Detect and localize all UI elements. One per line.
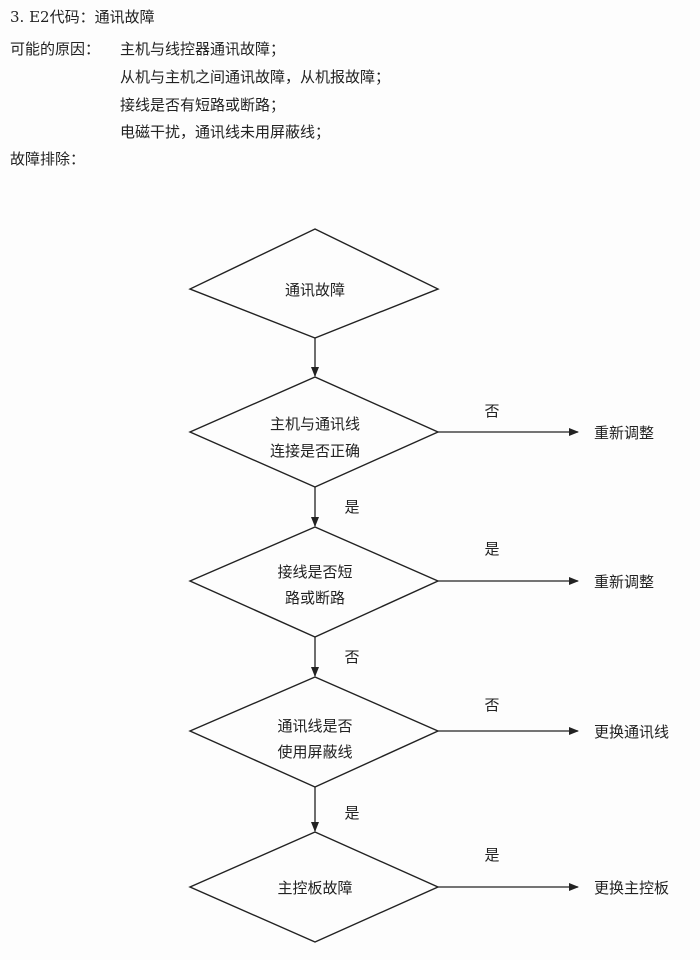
decision-shielded-cable-check: 通讯线是否 使用屏蔽线 — [188, 676, 440, 788]
decision-label: 连接是否正确 — [270, 442, 360, 460]
branch-label: 否 — [484, 402, 499, 420]
branch-label: 是 — [344, 498, 359, 516]
cause-item: 接线是否有短路或断路； — [120, 96, 286, 114]
start-node: 通讯故障 — [188, 228, 440, 339]
branch-label: 否 — [344, 648, 359, 666]
decision-connection-check: 主机与通讯线 连接是否正确 — [188, 376, 440, 488]
decision-label: 使用屏蔽线 — [277, 743, 352, 761]
section-number: 3. — [10, 8, 25, 26]
branch-label: 否 — [484, 696, 499, 714]
branch-label: 是 — [484, 540, 499, 558]
action-label: 重新调整 — [594, 424, 654, 442]
section-title: E2代码：通讯故障 — [29, 8, 155, 26]
section-heading: 3. E2代码：通讯故障 — [10, 8, 155, 26]
troubleshooting-label: 故障排除： — [10, 150, 86, 168]
decision-label: 主机与通讯线 — [270, 415, 360, 433]
branch-label: 是 — [484, 846, 499, 864]
start-node-label: 通讯故障 — [285, 281, 345, 299]
main-board-fault-node: 主控板故障 — [188, 831, 440, 943]
branch-label: 是 — [344, 804, 359, 822]
cause-item: 电磁干扰，通讯线未用屏蔽线； — [120, 123, 331, 141]
decision-label: 主控板故障 — [277, 879, 352, 897]
action-label: 更换通讯线 — [594, 723, 669, 741]
cause-item: 从机与主机之间通讯故障，从机报故障； — [120, 68, 391, 86]
cause-item: 主机与线控器通讯故障； — [120, 40, 286, 58]
action-label: 更换主控板 — [594, 879, 669, 897]
decision-label: 通讯线是否 — [277, 717, 352, 735]
action-label: 重新调整 — [594, 573, 654, 591]
causes-label: 可能的原因： — [10, 40, 101, 58]
decision-label: 路或断路 — [285, 589, 345, 607]
decision-label: 接线是否短 — [277, 563, 352, 581]
decision-short-circuit-check: 接线是否短 路或断路 — [188, 526, 440, 638]
